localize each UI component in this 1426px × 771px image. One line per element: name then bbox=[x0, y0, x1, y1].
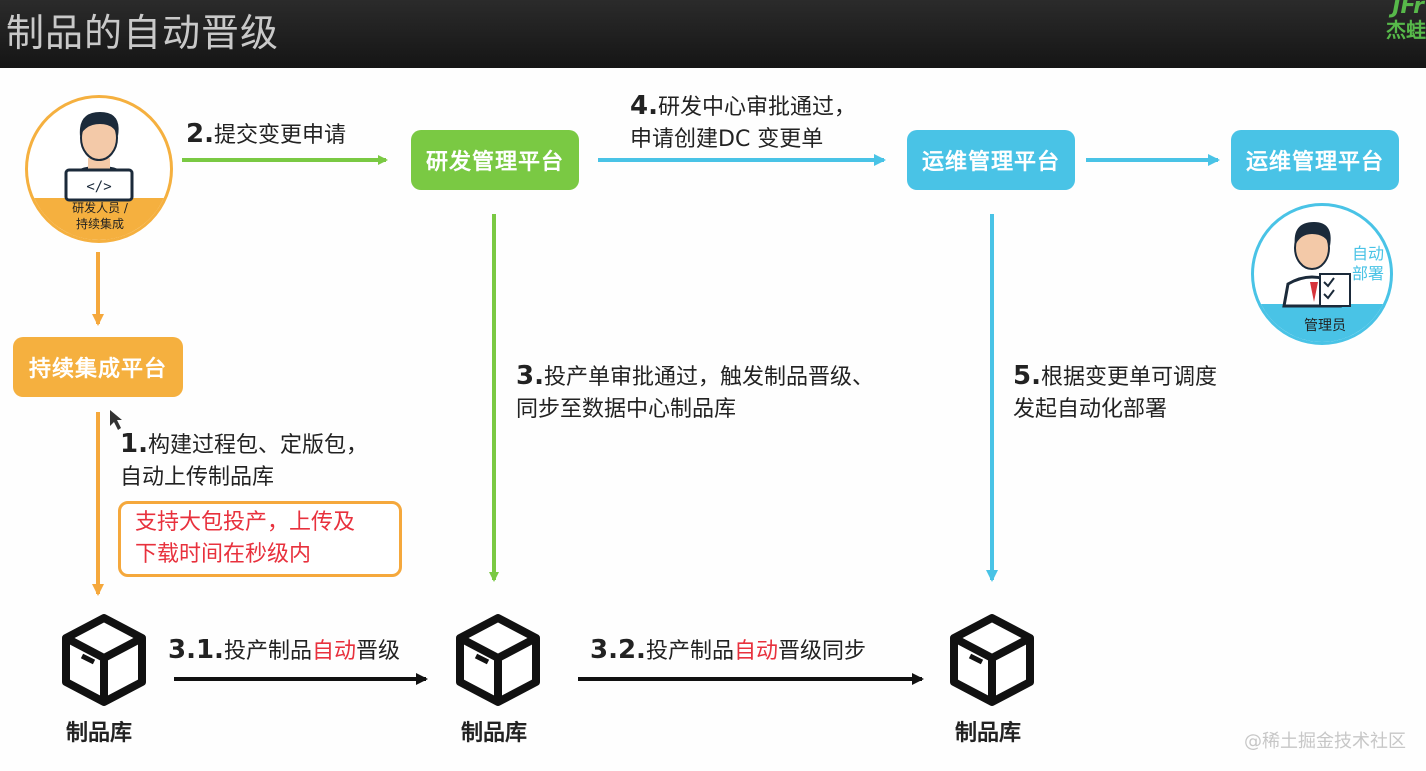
package-icon bbox=[950, 614, 1034, 706]
step5-line1: 根据变更单可调度 bbox=[1040, 365, 1217, 390]
developer-label-line2: 持续集成 bbox=[75, 217, 124, 231]
page-title: 制品的自动晋级 bbox=[6, 11, 280, 55]
watermark: @稀土掘金技术社区 bbox=[1244, 731, 1406, 752]
header-bar: 制品的自动晋级 JFr 杰蛙 bbox=[0, 0, 1426, 68]
rd-platform-box: 研发管理平台 bbox=[411, 130, 579, 190]
admin-avatar bbox=[1251, 203, 1393, 345]
step1-note-line2: 下载时间在秒级内 bbox=[135, 542, 312, 567]
step5-line2: 发起自动化部署 bbox=[1013, 397, 1168, 422]
step4-label: 4.研发中心审批通过， 申请创建DC 变更单 bbox=[630, 90, 856, 156]
ci-platform-box: 持续集成平台 bbox=[13, 337, 183, 397]
step3-2-text-a: 投产制品 bbox=[645, 639, 734, 664]
step3-1-label: 3.1.投产制品自动晋级 bbox=[168, 634, 400, 668]
logo-text-top: JFr bbox=[1392, 0, 1424, 19]
repo-label-2: 制品库 bbox=[461, 721, 528, 746]
step2-number: 2. bbox=[186, 119, 214, 149]
step3-2-label: 3.2.投产制品自动晋级同步 bbox=[590, 634, 866, 668]
step4-line2: 申请创建DC 变更单 bbox=[630, 127, 824, 152]
diagram-canvas bbox=[0, 68, 1426, 771]
step3-number: 3. bbox=[516, 361, 544, 391]
developer-label-line1: 研发人员 / bbox=[72, 201, 128, 215]
ops-platform-box-1: 运维管理平台 bbox=[907, 130, 1075, 190]
step3-line1: 投产单审批通过，触发制品晋级、 bbox=[543, 365, 874, 390]
step1-label: 1.构建过程包、定版包， 自动上传制品库 bbox=[120, 428, 368, 494]
admin-label: 管理员 bbox=[1304, 318, 1346, 334]
mouse-cursor-icon bbox=[110, 410, 122, 430]
step1-number: 1. bbox=[120, 429, 148, 459]
step4-number: 4. bbox=[630, 91, 658, 121]
step1-line2: 自动上传制品库 bbox=[120, 465, 275, 490]
step3-line2: 同步至数据中心制品库 bbox=[516, 397, 737, 422]
step1-note-text: 支持大包投产，上传及 下载时间在秒级内 bbox=[135, 507, 355, 571]
repo-label-1: 制品库 bbox=[66, 721, 133, 746]
ops-platform-box-2: 运维管理平台 bbox=[1231, 130, 1399, 190]
admin-side-label: 自动 部署 bbox=[1352, 244, 1384, 284]
package-icon bbox=[62, 614, 146, 706]
admin-icon bbox=[1254, 222, 1390, 342]
step1-line1: 构建过程包、定版包， bbox=[147, 433, 368, 458]
step3-1-number: 3.1. bbox=[168, 635, 224, 665]
step4-line1: 研发中心审批通过， bbox=[657, 95, 856, 120]
package-icon bbox=[456, 614, 540, 706]
step3-1-text-a: 投产制品 bbox=[223, 639, 312, 664]
jfrog-logo: JFr 杰蛙 bbox=[1380, 0, 1426, 42]
logo-text-bottom: 杰蛙 bbox=[1386, 18, 1426, 42]
admin-side-line2: 部署 bbox=[1352, 264, 1385, 283]
step3-1-text-auto: 自动 bbox=[311, 639, 356, 664]
step3-1-text-c: 晋级 bbox=[355, 639, 400, 664]
step2-text: 提交变更申请 bbox=[213, 123, 346, 148]
step1-note-box: 支持大包投产，上传及 下载时间在秒级内 bbox=[118, 501, 402, 577]
step3-2-text-auto: 自动 bbox=[733, 639, 778, 664]
developer-label: 研发人员 / 持续集成 bbox=[58, 200, 142, 232]
step3-label: 3.投产单审批通过，触发制品晋级、 同步至数据中心制品库 bbox=[516, 360, 874, 426]
step3-2-number: 3.2. bbox=[590, 635, 646, 665]
step5-number: 5. bbox=[1013, 361, 1041, 391]
step2-label: 2.提交变更申请 bbox=[186, 118, 346, 152]
admin-side-line1: 自动 bbox=[1352, 244, 1385, 263]
step3-2-text-c: 晋级同步 bbox=[777, 639, 866, 664]
repo-label-3: 制品库 bbox=[955, 721, 1022, 746]
step1-note-line1: 支持大包投产，上传及 bbox=[135, 510, 356, 535]
svg-text:</>: </> bbox=[86, 179, 111, 195]
step5-label: 5.根据变更单可调度 发起自动化部署 bbox=[1013, 360, 1217, 426]
